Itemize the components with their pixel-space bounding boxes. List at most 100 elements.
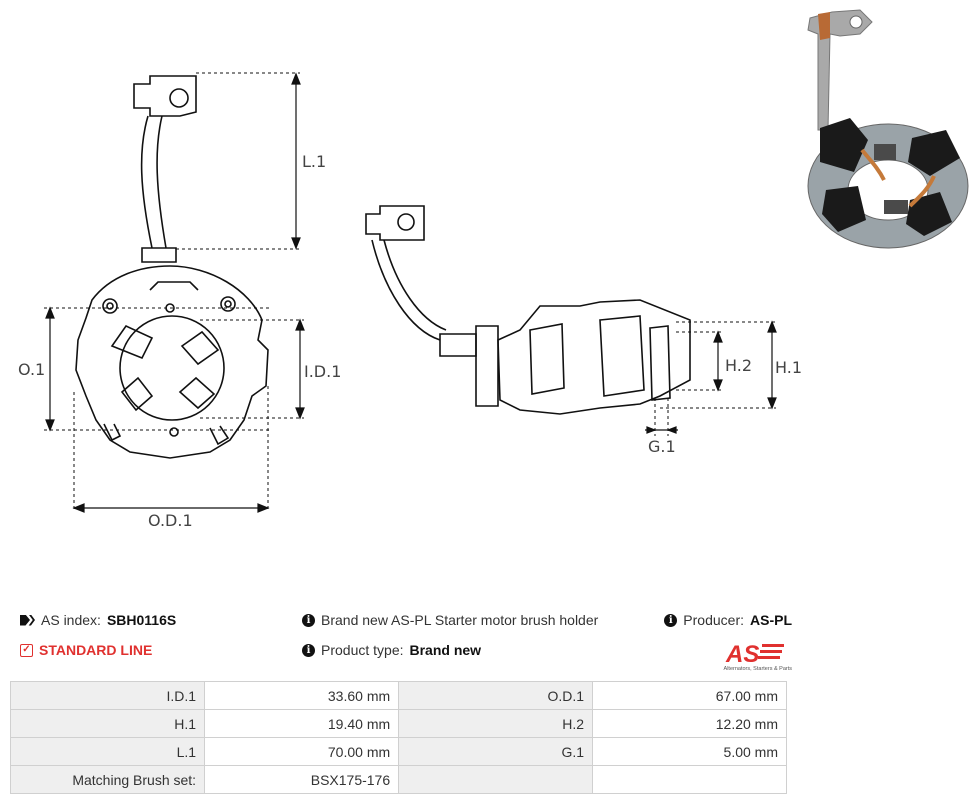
photo-terminal-hole (849, 15, 863, 29)
front-inner-bore (119, 315, 225, 421)
as-index-value: SBH0116S (106, 612, 177, 628)
spec-key: H.2 (398, 709, 594, 738)
spec-key: Matching Brush set: (9, 765, 206, 794)
h1-arrow-head-top (767, 320, 777, 333)
photo-brush-box-1 (820, 118, 868, 172)
producer-label: Producer: (683, 612, 744, 628)
as-pl-logo-mark: AS (725, 641, 784, 668)
product-description: i Brand new AS-PL Starter motor brush ho… (302, 612, 598, 628)
info-icon: i (302, 643, 315, 657)
dim-label-o1: O.1 (18, 360, 45, 379)
spec-key: O.D.1 (398, 681, 594, 710)
photo-shunt-1 (860, 148, 886, 181)
producer: i Producer: AS-PL (664, 612, 792, 628)
dim-label-h2: H.2 (725, 356, 752, 375)
l1-arrow-head-top (291, 72, 301, 85)
technical-drawing: L.1 O.1 I.D.1 O.D.1 H.1 H.2 G.1 (18, 9, 969, 530)
front-brush-box-1 (110, 324, 154, 360)
check-square-icon: ✓ (20, 643, 33, 657)
logo-tagline: Alternators, Starters & Parts (723, 666, 792, 672)
photo-shunt-2 (908, 175, 936, 208)
side-base-plate (475, 325, 499, 407)
side-brush-carbon (649, 325, 671, 401)
photo-carbon-1 (874, 144, 896, 160)
h1-arrow-head-bottom (767, 397, 777, 410)
info-icon: i (664, 613, 678, 627)
dim-label-id1: I.D.1 (304, 362, 341, 381)
o1-arrow-head-top (45, 306, 55, 319)
product-photo (807, 9, 969, 249)
front-rivet-right (220, 296, 236, 312)
spec-value: 5.00 mm (592, 737, 787, 766)
front-terminal-hole (169, 88, 189, 108)
drawing-svg: L.1 O.1 I.D.1 O.D.1 H.1 H.2 G.1 (18, 9, 969, 530)
front-rivet-left (102, 298, 118, 314)
photo-carbon-2 (884, 200, 908, 214)
spec-value: 12.20 mm (592, 709, 787, 738)
side-brush-box-1 (529, 323, 565, 395)
h2-arrow-head-top (713, 330, 723, 343)
h2-arrow-head-bottom (713, 379, 723, 392)
photo-terminal-copper (818, 12, 830, 40)
front-brush-box-2 (180, 330, 220, 366)
as-index-label: AS index: (41, 612, 101, 628)
standard-line-text: STANDARD LINE (39, 642, 153, 658)
side-brush-box-2 (599, 315, 645, 397)
spec-value: 67.00 mm (592, 681, 787, 710)
side-lead-wire-b (383, 239, 447, 331)
spec-value: 19.40 mm (204, 709, 400, 738)
standard-line: ✓ STANDARD LINE (20, 642, 152, 658)
product-type-label: Product type: (321, 642, 404, 658)
info-icon: i (302, 613, 315, 627)
spec-key: L.1 (9, 737, 206, 766)
as-index: AS index: SBH0116S (20, 612, 176, 628)
photo-brush-box-4 (906, 192, 952, 236)
spec-value (592, 765, 787, 794)
front-top-tab (149, 281, 199, 291)
photo-brush-box-2 (908, 130, 960, 176)
tags-icon (20, 615, 35, 626)
front-brush-box-4 (178, 376, 216, 410)
id1-arrow-head-bottom (295, 407, 305, 420)
front-tab-1 (103, 423, 122, 442)
spec-value: 33.60 mm (204, 681, 400, 710)
dim-label-g1: G.1 (648, 437, 676, 456)
product-type: i Product type: Brand new (302, 642, 481, 658)
dim-label-od1: O.D.1 (148, 511, 193, 530)
photo-brush-box-3 (822, 186, 866, 232)
side-body-outline (497, 299, 691, 415)
dim-label-l1: L.1 (302, 152, 326, 171)
producer-value: AS-PL (750, 612, 792, 628)
table-row: Matching Brush set:BSX175-176 (9, 765, 787, 794)
spec-value: BSX175-176 (204, 765, 400, 794)
front-rivet-left-inner (106, 302, 114, 310)
side-terminal-lug (365, 205, 425, 241)
o1-arrow-head-bottom (45, 419, 55, 432)
logo-mark-text: AS (725, 641, 759, 666)
dim-label-h1: H.1 (775, 358, 802, 377)
spec-value: 70.00 mm (204, 737, 400, 766)
front-lead-wire-a (140, 115, 153, 249)
od1-arrow-head-right (257, 503, 270, 513)
od1-arrow-head-left (72, 503, 85, 513)
photo-terminal-bar (807, 9, 873, 131)
front-rivet-bottom (169, 427, 179, 437)
g1-arrow-head-right (666, 426, 677, 434)
front-lead-clamp (141, 247, 177, 263)
side-lead-clamp (439, 333, 477, 357)
front-terminal-lug (133, 75, 197, 117)
spec-key: H.1 (9, 709, 206, 738)
spec-key: I.D.1 (9, 681, 206, 710)
product-type-value: Brand new (409, 642, 482, 658)
description-text: Brand new AS-PL Starter motor brush hold… (321, 612, 599, 628)
side-lead-wire-a (371, 239, 441, 341)
front-lead-wire-b (156, 115, 167, 249)
front-tab-2 (209, 425, 230, 446)
front-ring-body (75, 265, 269, 459)
as-pl-logo: AS Alternators, Starters & Parts (716, 640, 792, 674)
